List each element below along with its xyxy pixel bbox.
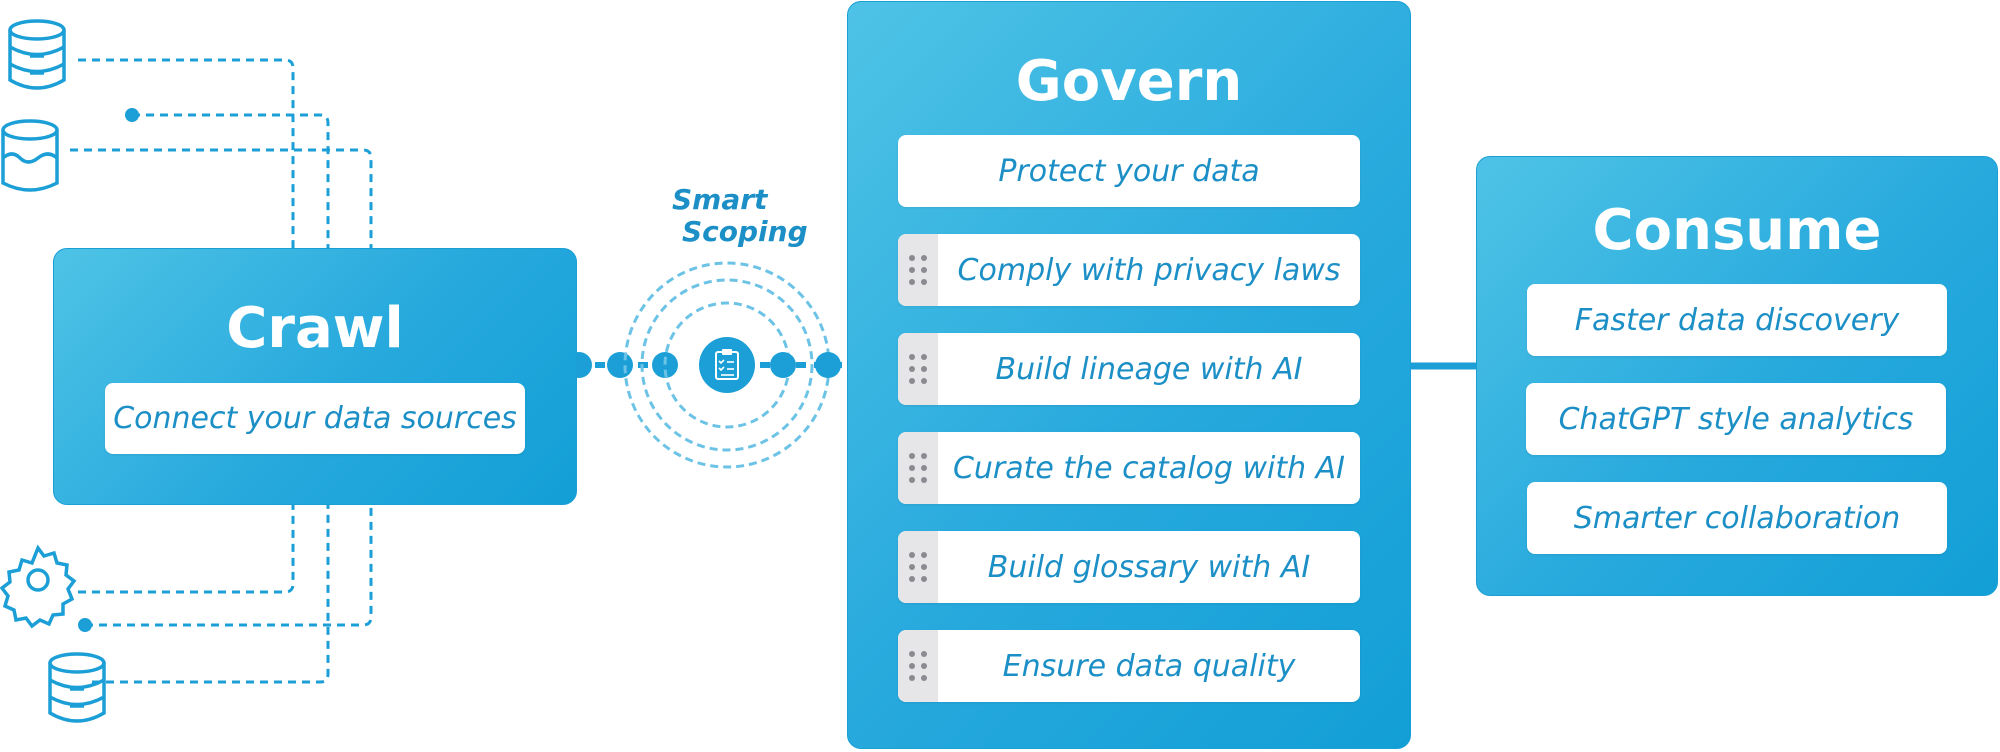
clipboard-checklist-icon: [699, 337, 755, 393]
connector-source-4: [78, 505, 295, 594]
consume-item-discovery: Faster data discovery: [1527, 284, 1947, 356]
drag-handle-icon[interactable]: [898, 234, 938, 306]
database-icon: [48, 652, 106, 723]
database-icon: [8, 19, 66, 90]
govern-item-comply-privacy[interactable]: Comply with privacy laws: [898, 234, 1360, 306]
smart-scoping-label: Smart Scoping: [672, 184, 808, 248]
crawl-panel: Crawl Connect your data sources: [53, 248, 577, 505]
govern-item-protect-data: Protect your data: [898, 135, 1360, 207]
drag-handle-icon[interactable]: [898, 432, 938, 504]
consume-title: Consume: [1592, 198, 1882, 263]
connector-source-2: [132, 113, 330, 248]
crawl-to-scoping-connector: [566, 352, 678, 378]
govern-title: Govern: [1015, 49, 1243, 114]
data-lake-icon: [1, 119, 59, 192]
drag-handle-icon[interactable]: [898, 531, 938, 603]
govern-panel: Govern Protect your data Comply with pri…: [847, 1, 1411, 749]
govern-item-curate-catalog[interactable]: Curate the catalog with AI: [898, 432, 1360, 504]
govern-item-data-quality[interactable]: Ensure data quality: [898, 630, 1360, 702]
drag-handle-icon[interactable]: [898, 630, 938, 702]
connector-source-3: [70, 148, 373, 248]
connector-source-1: [78, 58, 295, 248]
govern-item-build-lineage[interactable]: Build lineage with AI: [898, 333, 1360, 405]
scoping-to-govern-connector: [760, 352, 848, 378]
consume-item-collaboration: Smarter collaboration: [1527, 482, 1947, 554]
smart-scoping-line2: Scoping: [682, 215, 808, 248]
govern-item-build-glossary[interactable]: Build glossary with AI: [898, 531, 1360, 603]
crawl-title: Crawl: [226, 296, 404, 361]
connector-source-6: [92, 505, 330, 684]
consume-item-analytics: ChatGPT style analytics: [1526, 383, 1946, 455]
smart-scoping-line1: Smart: [672, 183, 768, 216]
connector-dot: [78, 618, 92, 632]
connector-source-5: [85, 505, 373, 627]
crawl-item: Connect your data sources: [105, 383, 525, 454]
gear-icon: [0, 544, 77, 629]
connector-dot: [125, 108, 139, 122]
consume-panel: Consume Faster data discovery ChatGPT st…: [1476, 156, 1998, 596]
drag-handle-icon[interactable]: [898, 333, 938, 405]
